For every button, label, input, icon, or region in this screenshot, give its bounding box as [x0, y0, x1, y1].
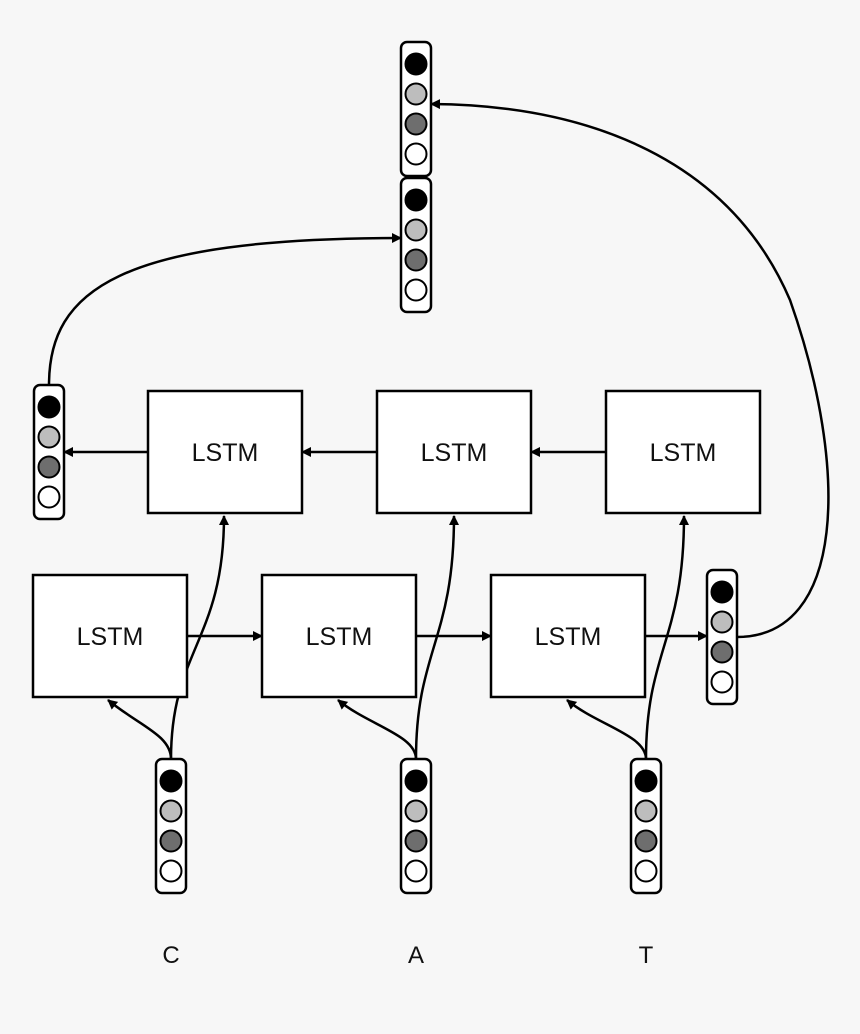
lstm-cell-fwd-2: LSTM [489, 573, 647, 699]
vector-cell [404, 142, 428, 166]
lstm-cell-fwd-0: LSTM [31, 573, 189, 699]
lstm-box [146, 389, 304, 515]
vector-cell [37, 425, 61, 449]
vector-cell [404, 52, 428, 76]
vector-cell [404, 859, 428, 883]
vector-cell [404, 769, 428, 793]
concat-upper-vector [399, 40, 433, 178]
forward-final-vector [705, 568, 739, 706]
vector-cell [404, 188, 428, 212]
vector-cell [404, 829, 428, 853]
vector-frame [629, 757, 663, 895]
input-letter-t: T [639, 942, 654, 969]
vector-cell [634, 859, 658, 883]
vector-cell [37, 395, 61, 419]
vector-cell [634, 829, 658, 853]
vector-cell [159, 769, 183, 793]
input-vector-a [399, 757, 433, 895]
vector-frame [154, 757, 188, 895]
edge-backward-final-to-concat [47, 233, 402, 386]
vector-cell [634, 769, 658, 793]
lstm-box [375, 389, 533, 515]
vector-cell [404, 82, 428, 106]
edge-input-0-to-bwd [169, 515, 229, 760]
vector-cell [404, 218, 428, 242]
vector-frame [399, 757, 433, 895]
lstm-box [604, 389, 762, 515]
lstm-label: LSTM [535, 623, 602, 651]
concat-lower-vector [399, 176, 433, 314]
vector-cell [404, 248, 428, 272]
vector-cell [710, 580, 734, 604]
vector-cell [159, 799, 183, 823]
vector-cell [159, 859, 183, 883]
vector-frame [705, 568, 739, 706]
lstm-label: LSTM [650, 439, 717, 467]
vector-cell [159, 829, 183, 853]
lstm-label: LSTM [421, 439, 488, 467]
input-vector-c [154, 757, 188, 895]
vector-cell [404, 112, 428, 136]
vector-cell [37, 455, 61, 479]
lstm-cell-bwd-0: LSTM [146, 389, 304, 515]
vector-cell [37, 485, 61, 509]
lstm-box [489, 573, 647, 699]
lstm-label: LSTM [306, 623, 373, 651]
vector-cell [634, 799, 658, 823]
vector-cell [710, 610, 734, 634]
vector-cell [710, 670, 734, 694]
lstm-box [31, 573, 189, 699]
input-letter-a: A [408, 942, 424, 969]
lstm-label: LSTM [77, 623, 144, 651]
edge-forward-final-to-concat [430, 99, 830, 639]
vector-cell [710, 640, 734, 664]
lstm-label: LSTM [192, 439, 259, 467]
vector-frame [399, 176, 433, 314]
lstm-cell-bwd-2: LSTM [604, 389, 762, 515]
lstm-cell-fwd-1: LSTM [260, 573, 418, 699]
nodes-layer: LSTM LSTM LSTM LSTM LSTM LSTM C A T [31, 40, 762, 969]
edge-input-1-to-fwd [337, 699, 418, 760]
backward-final-vector [32, 383, 66, 521]
edge-input-1-to-bwd [414, 515, 459, 760]
input-letter-c: C [162, 942, 179, 969]
edge-input-2-to-bwd [644, 515, 689, 760]
vector-frame [32, 383, 66, 521]
lstm-box [260, 573, 418, 699]
edge-input-2-to-fwd [566, 699, 648, 760]
edges-layer [47, 99, 830, 760]
lstm-cell-bwd-1: LSTM [375, 389, 533, 515]
vector-frame [399, 40, 433, 178]
input-vector-t [629, 757, 663, 895]
vector-cell [404, 278, 428, 302]
vector-cell [404, 799, 428, 823]
